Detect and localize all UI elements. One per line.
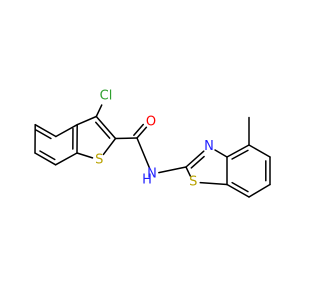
- bond-a1-a2-inner: [35, 129, 52, 140]
- bond-a6-a7: [76, 115, 98, 126]
- bond-a14-a15-inner: [190, 155, 205, 169]
- bond-a17-a19-inner: [231, 149, 249, 160]
- bond-a22-a18-inner: [231, 181, 249, 193]
- bond-a5-a8: [76, 152, 94, 159]
- bond-a3-a4-inner: [39, 150, 56, 161]
- bond-a9-a7-inner: [95, 121, 111, 139]
- bond-a19-a20: [248, 144, 271, 158]
- molecule-structure-diagram: S ClO N N S H: [0, 0, 300, 300]
- atom-label-a12: O: [146, 115, 156, 130]
- bond-a6-a1: [55, 123, 78, 138]
- bond-a16-a14: [185, 166, 192, 177]
- atom-label-a15: N: [204, 139, 214, 154]
- bond-a21-a22: [248, 183, 271, 198]
- bond-a13-a14: [158, 166, 187, 174]
- bond-a18-a16: [199, 181, 228, 186]
- bond-a3-a4: [34, 152, 57, 166]
- atom-label-a13: N: [147, 167, 157, 182]
- bond-a1-a2: [34, 123, 57, 138]
- canvas-background: [0, 0, 300, 300]
- bond-a9-a7: [95, 115, 117, 140]
- bond-a8-a9: [102, 137, 117, 156]
- bond-a4-a5: [54, 152, 78, 166]
- bond-a11-a12-second: [133, 123, 144, 136]
- bond-a11-a12: [136, 126, 148, 139]
- bond-a22-a18: [226, 183, 250, 198]
- bond-a15-a17: [214, 149, 228, 158]
- bond-a17-a19: [226, 144, 250, 158]
- bond-layer: [34, 104, 271, 198]
- bond-a11-a13: [136, 137, 151, 169]
- atom-hydrogen-label-a13: H: [142, 173, 152, 188]
- bond-a9-a11: [114, 137, 138, 140]
- atom-label-layer: S ClO N N S H: [95, 89, 214, 190]
- atom-label-a16: S: [189, 175, 197, 190]
- bond-a14-a15: [185, 150, 205, 168]
- atom-label-a8: S: [95, 153, 103, 168]
- atom-label-a10: Cl: [100, 89, 113, 104]
- bond-a7-a10: [95, 104, 103, 118]
